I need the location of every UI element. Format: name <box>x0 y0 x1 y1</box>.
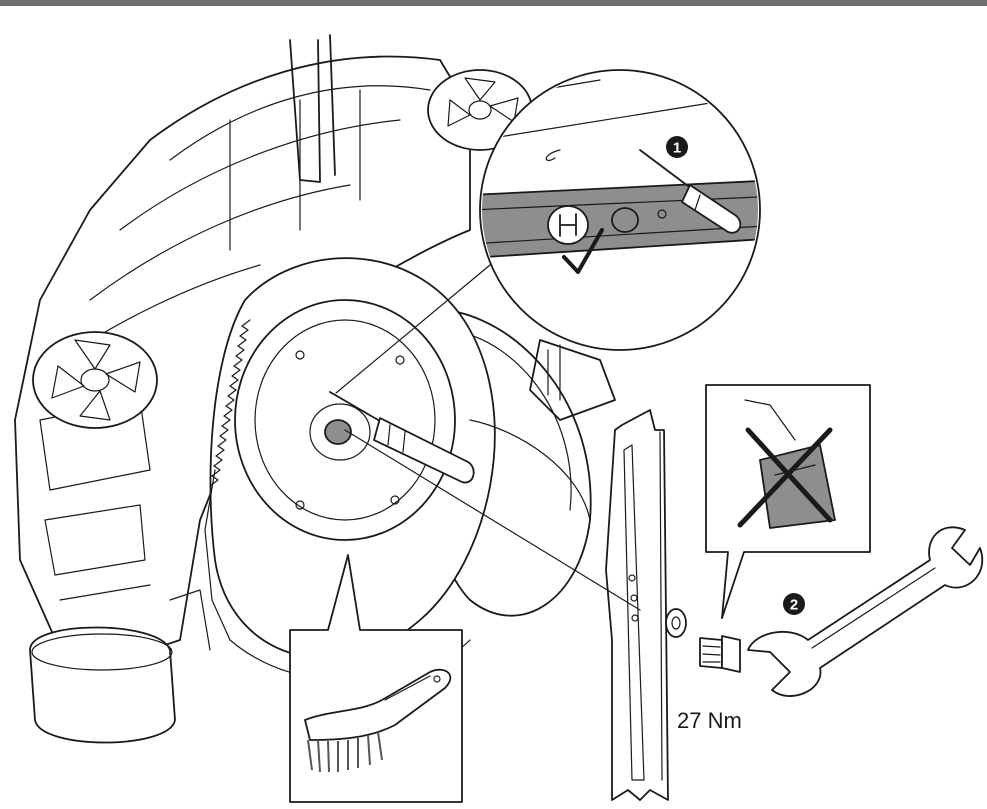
brush-icon <box>304 668 452 773</box>
magnifier-callout <box>479 69 761 351</box>
wrench-icon <box>747 526 984 697</box>
alignment-leader <box>344 429 641 611</box>
bolt-icon <box>699 635 741 673</box>
screwdriver-main <box>329 391 475 484</box>
brush-callout <box>289 554 463 803</box>
step-1-number: 1 <box>673 140 681 157</box>
torque-label: 27 Nm <box>677 708 742 733</box>
callout-leader-top <box>335 264 491 394</box>
step-2-badge: 2 <box>783 593 805 615</box>
step-2-number: 2 <box>790 597 798 614</box>
blade-icon <box>605 409 669 801</box>
top-rule <box>0 0 987 6</box>
no-oil-icon <box>737 399 836 529</box>
washer-icon <box>665 608 687 638</box>
step-1-badge: 1 <box>666 136 688 158</box>
no-oil-callout <box>705 384 871 619</box>
checkmark-icon <box>562 228 604 274</box>
mower-body <box>14 34 616 744</box>
